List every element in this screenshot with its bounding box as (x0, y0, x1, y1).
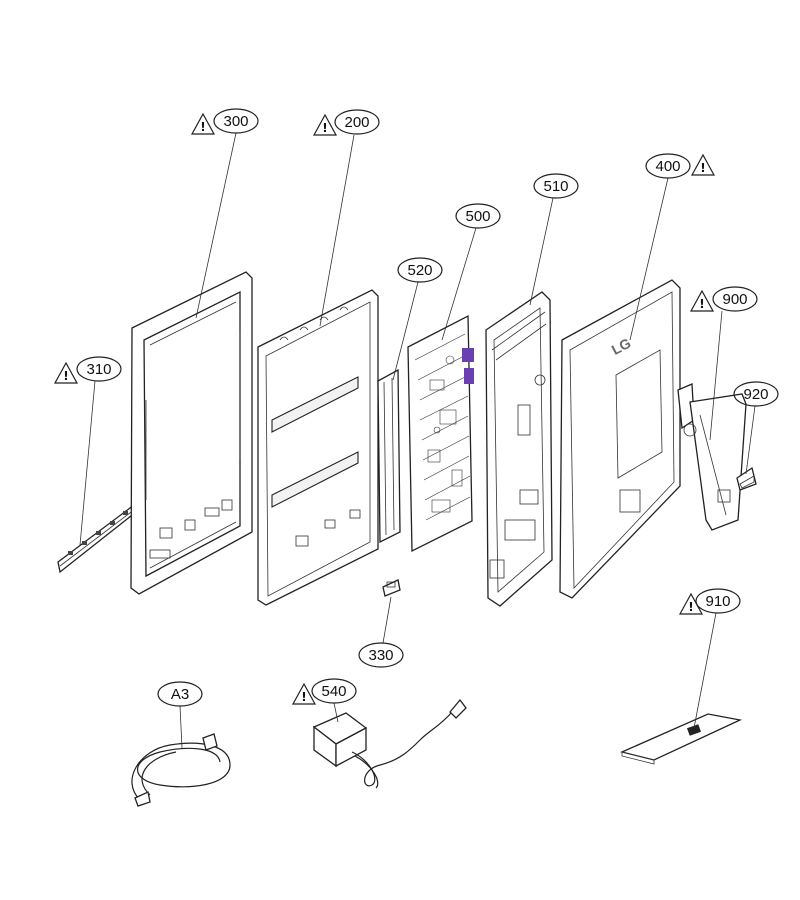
part-510-back-shield (485, 291, 553, 607)
warning-icon: ! (700, 161, 705, 175)
warning-icon: ! (63, 369, 68, 383)
warning-icon: ! (301, 690, 306, 704)
callout-label: 300 (223, 113, 248, 130)
callout-920: 920 (733, 381, 779, 407)
part-400-back-cover: LG (559, 279, 681, 599)
callout-900: ! 900 (689, 286, 758, 312)
callout-510: 510 (533, 173, 579, 199)
callout-label: A3 (171, 686, 189, 703)
callout-300: ! 300 (190, 108, 259, 135)
callout-310: ! 310 (53, 356, 122, 384)
part-500-main-board (407, 314, 474, 553)
callout-label: 520 (407, 262, 432, 279)
callout-label: 500 (465, 208, 490, 225)
callout-label: 400 (655, 158, 680, 175)
warning-icon: ! (699, 297, 704, 311)
callout-label: 910 (705, 593, 730, 610)
callout-label: 900 (722, 291, 747, 308)
warning-icon: ! (200, 120, 205, 134)
part-920-cover (736, 466, 757, 491)
callout-label: 540 (321, 683, 346, 700)
callout-A3: A3 (157, 681, 203, 707)
callout-500: 500 (455, 203, 501, 229)
part-520-bracket (377, 368, 401, 544)
part-A3-power-cord (131, 733, 231, 807)
callout-label: 200 (344, 114, 369, 131)
callout-520: 520 (397, 257, 443, 283)
part-310-led-bar (57, 503, 137, 574)
part-300-front-frame (130, 271, 253, 595)
leader-lines (79, 132, 756, 749)
warning-icon: ! (688, 600, 693, 614)
callout-400: 400 ! (645, 153, 716, 179)
part-900-stand (677, 383, 747, 531)
part-330-clip (382, 579, 401, 597)
callout-910: ! 910 (678, 588, 741, 615)
part-200-panel (257, 289, 379, 606)
callout-label: 310 (86, 361, 111, 378)
callout-label: 330 (368, 647, 393, 664)
part-910-base (620, 713, 743, 765)
callout-label: 920 (743, 386, 768, 403)
part-540-adapter (312, 698, 467, 789)
callout-540: ! 540 (291, 678, 357, 705)
callout-330: 330 (358, 642, 404, 668)
callout-200: ! 200 (312, 109, 380, 136)
callout-label: 510 (543, 178, 568, 195)
warning-icon: ! (322, 121, 327, 135)
